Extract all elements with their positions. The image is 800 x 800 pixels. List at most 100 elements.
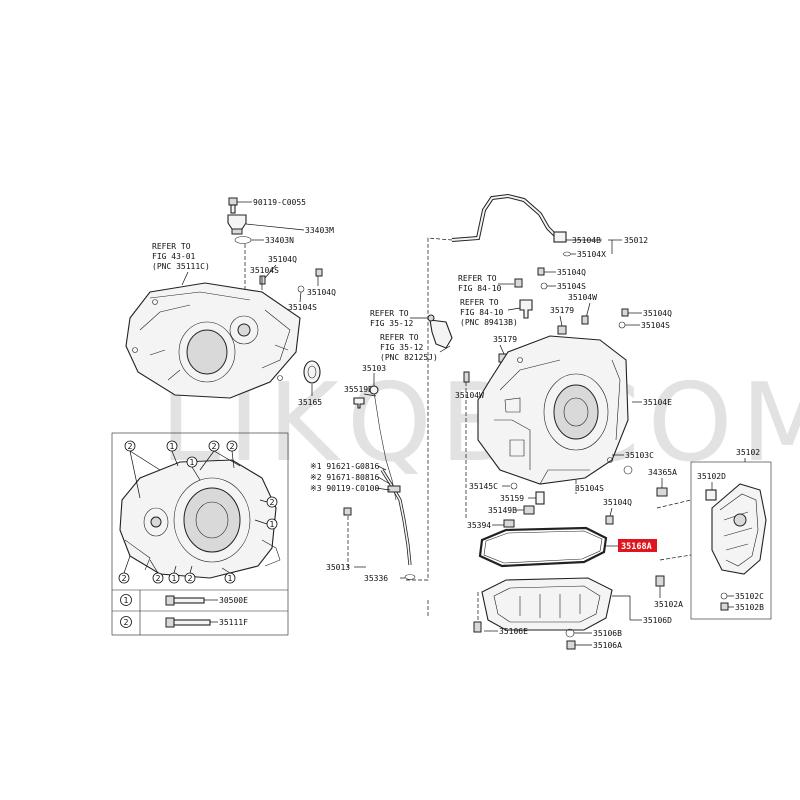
label-35145c: 35145C xyxy=(469,482,498,491)
label-35519d: 35519D xyxy=(344,385,373,394)
sensor-icon xyxy=(519,299,533,319)
plug-icon xyxy=(523,505,535,515)
legend-part-35111f: 35111F xyxy=(219,618,248,627)
washer-icon xyxy=(618,321,626,329)
svg-text:2: 2 xyxy=(128,442,133,451)
ref-text-2b: FIG 84-10 xyxy=(458,284,502,293)
label-35102d: 35102D xyxy=(697,472,726,481)
oil-pan-gasket-icon xyxy=(478,526,608,568)
label-35104b: 35104B xyxy=(572,236,601,245)
label-35103: 35103 xyxy=(362,364,386,373)
svg-text:2: 2 xyxy=(156,574,161,583)
ref-text-3c: (PNC 89413B) xyxy=(460,318,518,327)
label-35149b: 35149B xyxy=(488,506,517,515)
label-35394: 35394 xyxy=(467,521,491,530)
o-ring-icon xyxy=(563,251,571,257)
label-90119-c0055: 90119-C0055 xyxy=(253,198,306,207)
oil-pan-icon xyxy=(481,577,613,631)
label-35106b: 35106B xyxy=(593,629,622,638)
label-35104w-b: 35104W xyxy=(455,391,484,400)
label-35165: 35165 xyxy=(298,398,322,407)
label-35104s-e: 35104S xyxy=(575,484,604,493)
valve-icon xyxy=(535,491,545,505)
svg-text:1: 1 xyxy=(270,520,275,529)
extension-housing-icon xyxy=(711,483,767,575)
o-ring-icon xyxy=(623,465,633,475)
legend-part-30500e: 30500E xyxy=(219,596,248,605)
inset-frame xyxy=(111,432,289,636)
svg-text:2: 2 xyxy=(230,442,235,451)
label-35104s-d: 35104S xyxy=(641,321,670,330)
bolt-icon xyxy=(259,275,266,285)
bolt-icon xyxy=(315,268,323,277)
svg-text:2: 2 xyxy=(212,442,217,451)
magnet-icon xyxy=(503,519,515,528)
bolt-icon xyxy=(605,515,614,525)
bolt-icon xyxy=(228,197,238,214)
label-91671: ※2 91671-80816 xyxy=(310,473,380,482)
transaxle-case-group: 35104B 35012 35104X REFER TO FIG 84-10 R… xyxy=(406,193,677,650)
label-35103c: 35103C xyxy=(625,451,654,460)
ref-text-5b: FIG 35-12 xyxy=(380,343,424,352)
label-35168a[interactable]: 35168A xyxy=(621,542,652,552)
label-35104s-c: 35104S xyxy=(557,282,586,291)
label-35104s-a: 35104S xyxy=(250,266,279,275)
bolt-icon xyxy=(463,371,470,383)
svg-text:2: 2 xyxy=(188,574,193,583)
bolt-icon xyxy=(621,308,629,317)
bolt-icon xyxy=(473,621,482,633)
highlight-box xyxy=(618,539,657,552)
label-35106a: 35106A xyxy=(593,641,622,650)
connector-icon xyxy=(427,314,453,349)
label-91621: ※1 91621-G0816 xyxy=(310,462,380,471)
label-35012: 35012 xyxy=(624,236,648,245)
label-33403m: 33403M xyxy=(305,226,334,235)
o-ring-icon xyxy=(720,592,728,600)
label-35104q-c: 35104Q xyxy=(557,268,586,277)
washer-icon xyxy=(297,285,305,293)
ref-text-1b: FIG 43-01 xyxy=(152,252,196,261)
ref-text-5a: REFER TO xyxy=(380,333,419,342)
label-35106d: 35106D xyxy=(643,616,672,625)
plug-icon xyxy=(557,325,567,335)
differential-frame xyxy=(690,461,772,620)
ref-text-3b: FIG 84-10 xyxy=(460,308,504,317)
legend-row-2: 2 35111F xyxy=(120,616,248,628)
transaxle-housing-icon xyxy=(125,282,301,399)
label-33403n: 33403N xyxy=(265,236,294,245)
ref-text-3a: REFER TO xyxy=(460,298,499,307)
legend-row-1: 1 30500E xyxy=(120,594,248,606)
o-ring-icon xyxy=(234,236,252,244)
bolt-icon xyxy=(514,278,523,288)
label-35102b: 35102B xyxy=(735,603,764,612)
plug-icon xyxy=(656,487,668,497)
svg-text:1: 1 xyxy=(190,458,195,467)
ref-text-5c: (PNC 82125J) xyxy=(380,353,438,362)
bolt-icon xyxy=(537,267,545,276)
bolt-icon xyxy=(165,595,205,606)
label-35104q-b: 35104Q xyxy=(307,288,336,297)
bolt-icon xyxy=(581,315,589,325)
label-35179-a: 35179 xyxy=(550,306,574,315)
label-35104e: 35104E xyxy=(643,398,672,407)
oil-pipe-icon xyxy=(451,193,558,242)
bushing-icon xyxy=(705,489,717,501)
inset-leaders xyxy=(123,450,268,574)
label-34365a: 34365A xyxy=(648,468,677,477)
stud-bolt-icon xyxy=(165,617,211,628)
svg-text:1: 1 xyxy=(170,442,175,451)
label-35013: 35013 xyxy=(326,563,350,572)
label-35336: 35336 xyxy=(364,574,388,583)
svg-text:2: 2 xyxy=(122,574,127,583)
svg-text:1: 1 xyxy=(228,574,233,583)
label-35102: 35102 xyxy=(736,448,760,457)
label-35106e: 35106E xyxy=(499,627,528,636)
bolt-icon xyxy=(343,507,352,516)
plug-icon xyxy=(720,602,729,611)
ref-text-1c: (PNC 35111C) xyxy=(152,262,210,271)
clip-icon xyxy=(353,397,365,409)
ring-icon xyxy=(510,482,518,490)
legend-marker-1: 1 xyxy=(124,596,129,605)
